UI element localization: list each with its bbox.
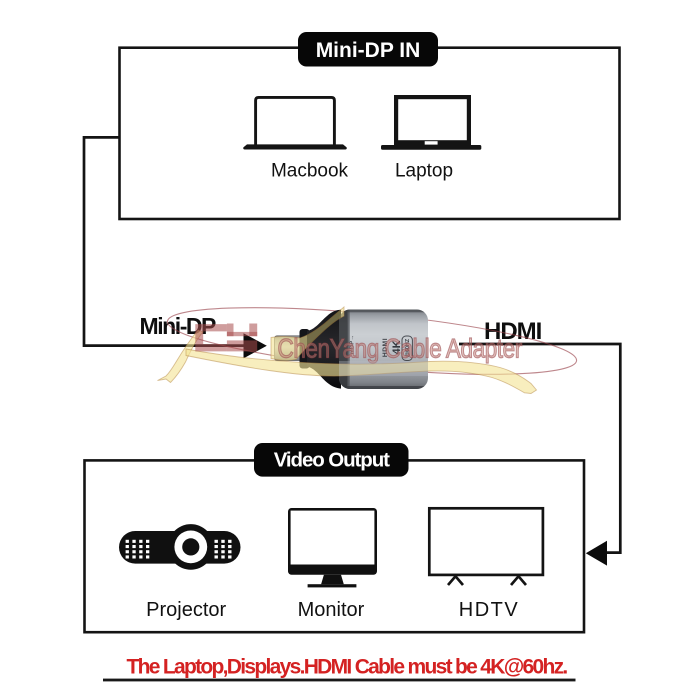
svg-text:mDP→: mDP→ <box>350 335 356 355</box>
svg-text:Projector: Projector <box>146 599 226 621</box>
svg-text:Macbook: Macbook <box>271 161 349 182</box>
svg-text:Monitor: Monitor <box>298 599 365 621</box>
svg-text:Video Output: Video Output <box>274 449 390 472</box>
svg-text:The Laptop,Displays.HDMI Cable: The Laptop,Displays.HDMI Cable must be 4… <box>127 656 568 679</box>
svg-text:HDMI: HDMI <box>484 318 542 345</box>
svg-text:4K: 4K <box>391 340 403 354</box>
svg-text:HDMI: HDMI <box>382 338 389 357</box>
svg-text:Mini-DP IN: Mini-DP IN <box>316 39 421 62</box>
svg-text:@60HZ: @60HZ <box>405 338 411 357</box>
svg-text:ChenYang Cable Adapter: ChenYang Cable Adapter <box>278 335 523 364</box>
svg-text:HDTV: HDTV <box>459 599 519 621</box>
svg-text:Laptop: Laptop <box>395 161 453 182</box>
